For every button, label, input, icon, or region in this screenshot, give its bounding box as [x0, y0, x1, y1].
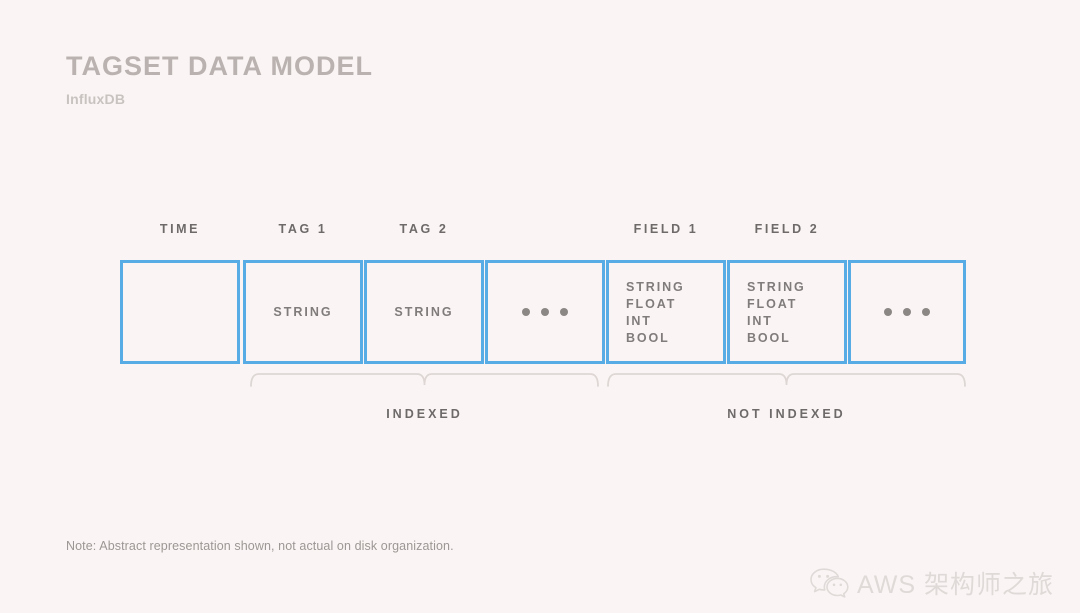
- cell-field-2-type-string: STRING: [747, 279, 806, 294]
- ellipsis-icon: [884, 308, 930, 316]
- column-header-field-2: FIELD 2: [754, 222, 820, 236]
- cell-tag-ellipsis: [485, 260, 605, 364]
- cell-field-1-type-string: STRING: [626, 279, 685, 294]
- watermark: AWS 架构师之旅: [809, 565, 1054, 601]
- column-header-time: TIME: [159, 222, 201, 236]
- cell-field-1-type-int: INT: [626, 313, 652, 328]
- page-subtitle: InfluxDB: [66, 90, 126, 107]
- column-header-field-1: FIELD 1: [633, 222, 699, 236]
- group-label-indexed: INDEXED: [386, 407, 463, 421]
- cell-tag-1: STRING: [243, 260, 363, 364]
- bracket-label-row: INDEXED NOT INDEXED: [120, 407, 966, 429]
- column-header-row: TIME TAG 1 TAG 2 FIELD 1 FIELD 2: [120, 222, 966, 248]
- column-header-tag-2: TAG 2: [399, 222, 449, 236]
- cell-field-2-type-bool: BOOL: [747, 330, 791, 345]
- cell-time: [120, 260, 240, 364]
- table-row: STRING STRING STRING FLOAT INT BOOL STRI…: [120, 260, 966, 364]
- bracket-indexed: [250, 371, 599, 387]
- cell-tag-1-label: STRING: [273, 305, 333, 319]
- bracket-row: [120, 371, 966, 401]
- ellipsis-icon: [522, 308, 568, 316]
- cell-tag-2: STRING: [364, 260, 484, 364]
- cell-field-1-type-float: FLOAT: [626, 296, 677, 311]
- column-header-tag-1: TAG 1: [278, 222, 328, 236]
- group-label-not-indexed: NOT INDEXED: [727, 407, 846, 421]
- title-block: TAGSET DATA MODEL InfluxDB: [66, 51, 373, 107]
- cell-field-2: STRING FLOAT INT BOOL: [727, 260, 847, 364]
- cell-tag-2-label: STRING: [394, 305, 454, 319]
- cell-field-2-types: STRING FLOAT INT BOOL: [730, 280, 806, 345]
- page-title: TAGSET DATA MODEL: [66, 51, 373, 81]
- cell-field-1: STRING FLOAT INT BOOL: [606, 260, 726, 364]
- watermark-text: AWS 架构师之旅: [857, 571, 1054, 599]
- cell-field-1-types: STRING FLOAT INT BOOL: [609, 280, 685, 345]
- cell-field-ellipsis: [848, 260, 966, 364]
- bracket-not-indexed: [607, 371, 966, 387]
- cell-field-2-type-int: INT: [747, 313, 773, 328]
- wechat-icon: [809, 566, 849, 600]
- cell-field-1-type-bool: BOOL: [626, 330, 670, 345]
- footnote: Note: Abstract representation shown, not…: [66, 539, 454, 553]
- cell-field-2-type-float: FLOAT: [747, 296, 798, 311]
- tagset-diagram: TIME TAG 1 TAG 2 FIELD 1 FIELD 2 STRING …: [120, 222, 966, 429]
